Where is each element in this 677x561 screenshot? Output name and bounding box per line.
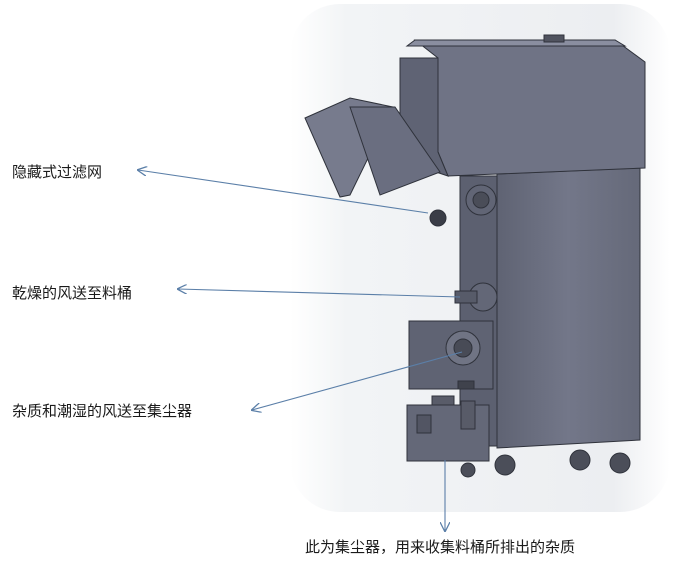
caster-wheels [460,449,631,478]
filter-panel-right [349,106,441,196]
hopper-cap [543,34,565,43]
callout-arrows [138,170,463,531]
side-port [429,209,447,227]
label-wet-air: 杂质和潮湿的风送至集尘器 [12,402,193,420]
dryer-machine [304,34,646,478]
arrow-dry-air [178,289,461,298]
hopper-top [413,39,646,177]
label-dust-collector: 此为集尘器，用来收集料桶所排出的杂质 [305,538,576,556]
label-hidden-filter: 隐藏式过滤网 [12,163,103,181]
hopper-lid [405,39,627,47]
main-body [496,167,641,449]
arrow-wet-air [252,351,463,410]
arrow-hidden-filter [138,170,429,214]
label-dry-air: 乾燥的风送至料桶 [12,284,133,302]
